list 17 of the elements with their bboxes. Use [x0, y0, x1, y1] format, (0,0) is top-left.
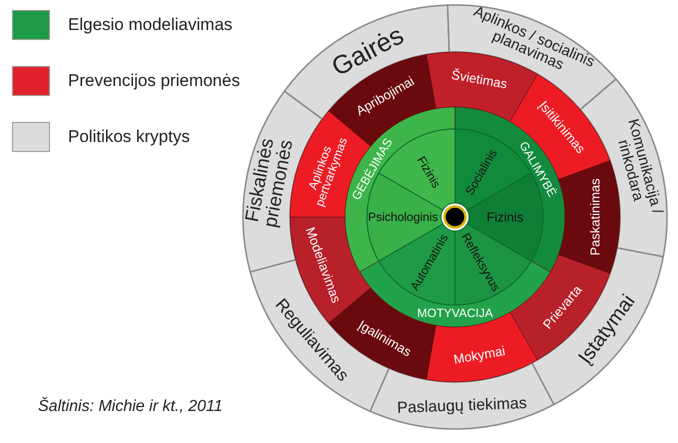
- legend-label: Elgesio modeliavimas: [68, 15, 232, 35]
- segment-label: Fizinis: [486, 210, 524, 225]
- legend-label: Prevencijos priemonės: [68, 71, 240, 91]
- sector-heading: MOTYVACIJA: [417, 306, 493, 320]
- policy-segment: [284, 4, 450, 120]
- sub-sector: [454, 224, 532, 306]
- intervention-segment: [558, 160, 620, 274]
- sub-sector: [378, 224, 456, 306]
- policy-segment: [369, 362, 555, 430]
- source-note: Šaltinis: Michie ir kt., 2011: [38, 398, 223, 416]
- legend-label: Politikos kryptys: [68, 127, 190, 147]
- segment-label: Paskatinimas: [588, 178, 603, 256]
- segment-label: Psichologinis: [368, 210, 438, 224]
- segment-label: Fiskalinės priemonės: [242, 136, 298, 230]
- segment-label: Mokymai: [452, 343, 506, 367]
- segment-label: Švietimas: [450, 66, 508, 92]
- segment-label: Paslaugų tiekimas: [396, 395, 528, 417]
